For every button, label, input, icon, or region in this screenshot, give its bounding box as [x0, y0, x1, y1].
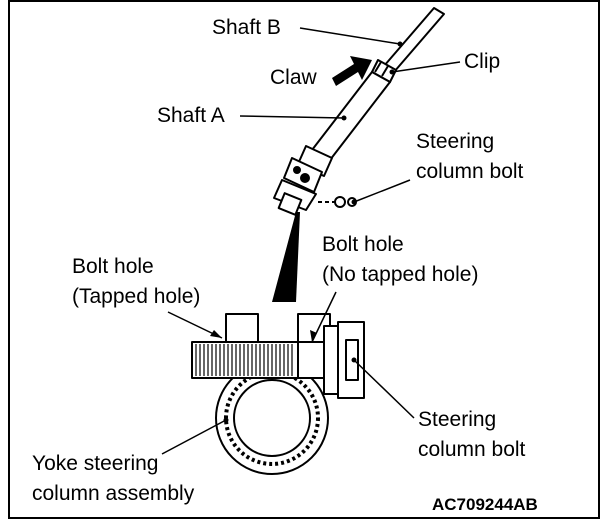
- label-bolt-hole-no-tapped-1: Bolt hole: [322, 233, 404, 256]
- label-bolt-hole-tapped-1: Bolt hole: [72, 255, 154, 278]
- shaft-a: [311, 71, 391, 161]
- zoom-wedge: [272, 212, 300, 302]
- leader-steering-bolt-top: [353, 179, 411, 203]
- bolt-shank: [297, 341, 327, 379]
- shaft-b: [383, 7, 445, 73]
- figure-code: AC709244AB: [432, 495, 538, 514]
- yoke-ear-left: [225, 313, 259, 345]
- clip-line: [374, 61, 382, 73]
- label-yoke-2: column assembly: [32, 482, 195, 505]
- label-claw: Claw: [270, 66, 317, 89]
- shaft-assembly: [273, 7, 445, 216]
- small-bolt-head: [334, 196, 346, 208]
- label-shaft-b: Shaft B: [212, 16, 281, 39]
- figure-frame: [8, 0, 600, 519]
- label-steering-bolt-top-2: column bolt: [416, 160, 524, 183]
- label-steering-bolt-bottom-1: Steering: [418, 408, 497, 431]
- label-steering-bolt-bottom-2: column bolt: [418, 438, 526, 461]
- leader-shaft-b: [299, 27, 401, 45]
- joint-pin-2: [293, 166, 301, 174]
- claw-arrow: [332, 56, 372, 86]
- yoke-tab: [277, 192, 303, 216]
- yoke-detail: [191, 313, 365, 475]
- clip-line-2: [381, 65, 389, 77]
- leader-dots-upper: [341, 41, 403, 205]
- bolt-thread-hatch: [195, 344, 293, 376]
- leader-arrowheads-lower: [210, 330, 357, 423]
- leader-steering-bolt-bottom: [353, 359, 415, 419]
- label-steering-bolt-top-1: Steering: [416, 130, 495, 153]
- universal-joint-lower: [273, 179, 317, 211]
- leader-yoke: [161, 419, 227, 455]
- leader-clip: [391, 61, 461, 73]
- yoke-ring-inner: [233, 379, 311, 457]
- upper-leaders: [239, 27, 461, 203]
- label-shaft-a: Shaft A: [157, 104, 225, 127]
- universal-joint-upper: [297, 145, 333, 177]
- label-bolt-hole-no-tapped-2: (No tapped hole): [322, 263, 479, 286]
- label-yoke-1: Yoke steering: [32, 452, 159, 475]
- label-bolt-hole-tapped-2: (Tapped hole): [72, 285, 201, 308]
- label-clip: Clip: [464, 50, 501, 73]
- leader-shaft-a: [239, 115, 345, 119]
- joint-pin: [300, 173, 310, 183]
